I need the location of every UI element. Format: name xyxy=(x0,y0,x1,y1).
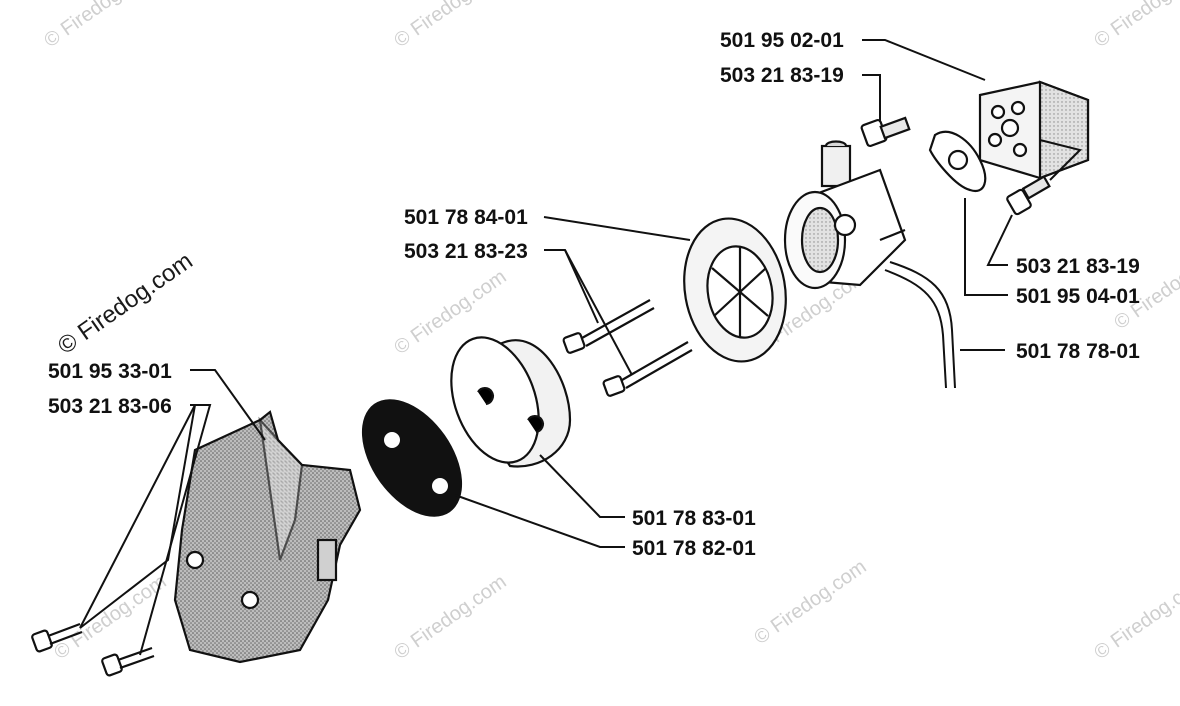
watermark: © Firedog.com xyxy=(40,0,160,52)
part-label-filter-gasket: 501 78 82-01 xyxy=(632,537,756,560)
part-labels: 501 95 02-01 503 21 83-19 501 78 84-01 5… xyxy=(48,29,1140,560)
housing-screws xyxy=(31,622,155,677)
watermark: © Firedog.com xyxy=(390,571,510,664)
part-label-housing-screws: 503 21 83-06 xyxy=(48,395,172,418)
carburetor xyxy=(783,140,907,290)
leader-lines xyxy=(79,39,1082,656)
part-label-block-screw: 503 21 83-19 xyxy=(720,64,844,87)
part-label-filter-element: 501 78 83-01 xyxy=(632,507,756,530)
filter-cover xyxy=(683,217,787,363)
insulator-block xyxy=(978,80,1090,180)
watermark-main: © Firedog.com xyxy=(53,247,198,360)
block-screw xyxy=(860,116,911,148)
watermark: © Firedog.com xyxy=(390,0,510,52)
lower-screw xyxy=(1006,175,1051,216)
watermark: © Firedog.com xyxy=(750,556,870,649)
long-screws xyxy=(562,299,693,397)
flange-gasket xyxy=(928,130,987,193)
watermark: © Firedog.com xyxy=(50,571,170,664)
watermark: © Firedog.com xyxy=(1090,571,1180,664)
part-label-lower-screw: 503 21 83-19 xyxy=(1016,255,1140,278)
air-filter-housing xyxy=(173,410,362,664)
part-label-air-filter-housing: 501 95 33-01 xyxy=(48,360,172,383)
part-label-flange-gasket: 501 95 04-01 xyxy=(1016,285,1140,308)
filter-gasket xyxy=(361,399,463,517)
part-label-insulator-block: 501 95 02-01 xyxy=(720,29,844,52)
fuel-line xyxy=(889,261,956,389)
part-label-long-screws: 503 21 83-23 xyxy=(404,240,528,263)
part-label-fuel-line: 501 78 78-01 xyxy=(1016,340,1140,363)
filter-element xyxy=(450,336,572,468)
part-label-filter-cover: 501 78 84-01 xyxy=(404,206,528,229)
watermark: © Firedog.com xyxy=(1090,0,1180,52)
